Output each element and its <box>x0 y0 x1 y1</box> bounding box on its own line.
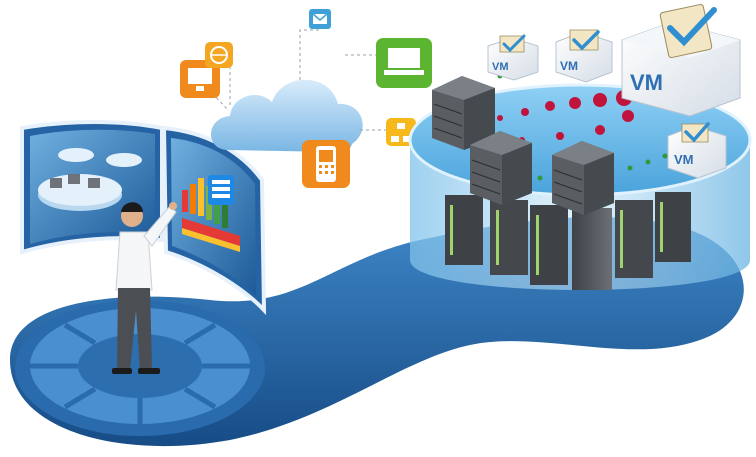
mail-icon <box>309 9 331 29</box>
vm-label: VM <box>630 70 663 95</box>
network-icon <box>386 118 416 146</box>
monitor-icon <box>180 60 220 98</box>
vm-box-medium: VM <box>555 29 613 83</box>
database-disk-icon <box>38 148 142 211</box>
server-stack-1 <box>432 76 495 150</box>
vm-label: VM <box>560 59 578 73</box>
server-racks <box>445 192 691 290</box>
vm-box-small: VM <box>487 34 539 81</box>
vm-box-small: VM <box>667 122 727 179</box>
cloud-icon <box>210 79 363 152</box>
bar-chart-icon <box>182 175 240 252</box>
laptop-icon <box>376 38 432 88</box>
vm-box-large: VM <box>621 3 741 117</box>
person-figure <box>112 202 177 374</box>
server-stack-2 <box>470 131 532 205</box>
server-stack-3 <box>552 141 614 215</box>
vm-label: VM <box>492 61 509 73</box>
globe-icon <box>205 42 233 68</box>
mobile-phone-icon <box>302 140 350 188</box>
vm-label: VM <box>674 152 694 167</box>
